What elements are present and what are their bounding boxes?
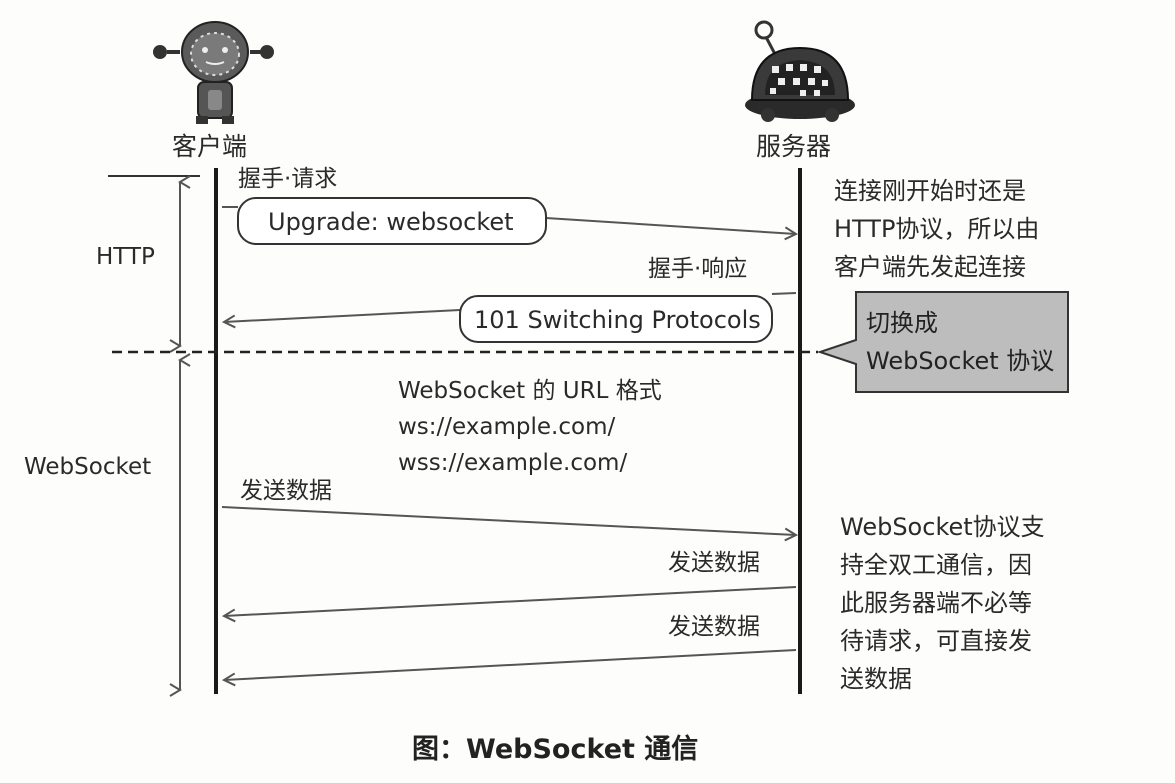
handshake-request-arrow-tail [545, 217, 796, 234]
switch-callout-text: 切换成 WebSocket 协议 [866, 304, 1054, 380]
websocket-note-line-3: 此服务器端不必等 [840, 589, 1032, 617]
send-data-label-3: 发送数据 [668, 614, 760, 640]
robot-server-icon [745, 20, 855, 122]
handshake-request-label: 握手·请求 [238, 166, 338, 192]
robot-client-icon [153, 21, 274, 124]
url-format-title: WebSocket 的 URL 格式 [398, 378, 662, 404]
websocket-note-line-1: WebSocket协议支 [840, 513, 1045, 541]
http-phase-label: HTTP [96, 244, 155, 270]
handshake-request-pill [237, 197, 547, 245]
client-label: 客户端 [172, 132, 248, 161]
http-note-line-1: 连接刚开始时还是 [834, 177, 1026, 205]
switch-callout-box [816, 291, 1069, 393]
url-format-ws: ws://example.com/ [398, 414, 616, 440]
websocket-note-line-5: 送数据 [840, 665, 912, 693]
server-label: 服务器 [756, 132, 832, 161]
http-note: 连接刚开始时还是 HTTP协议，所以由 客户端先发起连接 [834, 172, 1039, 286]
handshake-response-arrow-tail [771, 292, 797, 295]
url-format-wss: wss://example.com/ [398, 450, 628, 476]
handshake-response-pill-text: 101 Switching Protocols [474, 306, 761, 334]
send-data-label-1: 发送数据 [240, 478, 332, 504]
websocket-phase-label: WebSocket [24, 454, 152, 480]
send-data-arrow-2 [224, 586, 797, 616]
websocket-note-line-4: 待请求，可直接发 [840, 627, 1032, 655]
handshake-response-arrow-head [224, 309, 461, 322]
websocket-note: WebSocket协议支 持全双工通信，因 此服务器端不必等 待请求，可直接发 … [840, 508, 1045, 698]
figure-caption: 图：WebSocket 通信 [412, 734, 699, 765]
handshake-response-label: 握手·响应 [648, 256, 748, 282]
http-note-line-3: 客户端先发起连接 [834, 253, 1026, 281]
send-data-arrow-1 [221, 506, 796, 535]
handshake-request-pill-text: Upgrade: websocket [268, 208, 514, 236]
websocket-note-line-2: 持全双工通信，因 [840, 551, 1032, 579]
switch-callout-line-1: 切换成 [866, 309, 938, 337]
switch-callout-line-2: WebSocket 协议 [866, 347, 1055, 375]
http-note-line-2: HTTP协议，所以由 [834, 215, 1040, 243]
handshake-response-pill [459, 295, 773, 343]
send-data-label-2: 发送数据 [668, 550, 760, 576]
send-data-arrow-3 [224, 649, 797, 680]
